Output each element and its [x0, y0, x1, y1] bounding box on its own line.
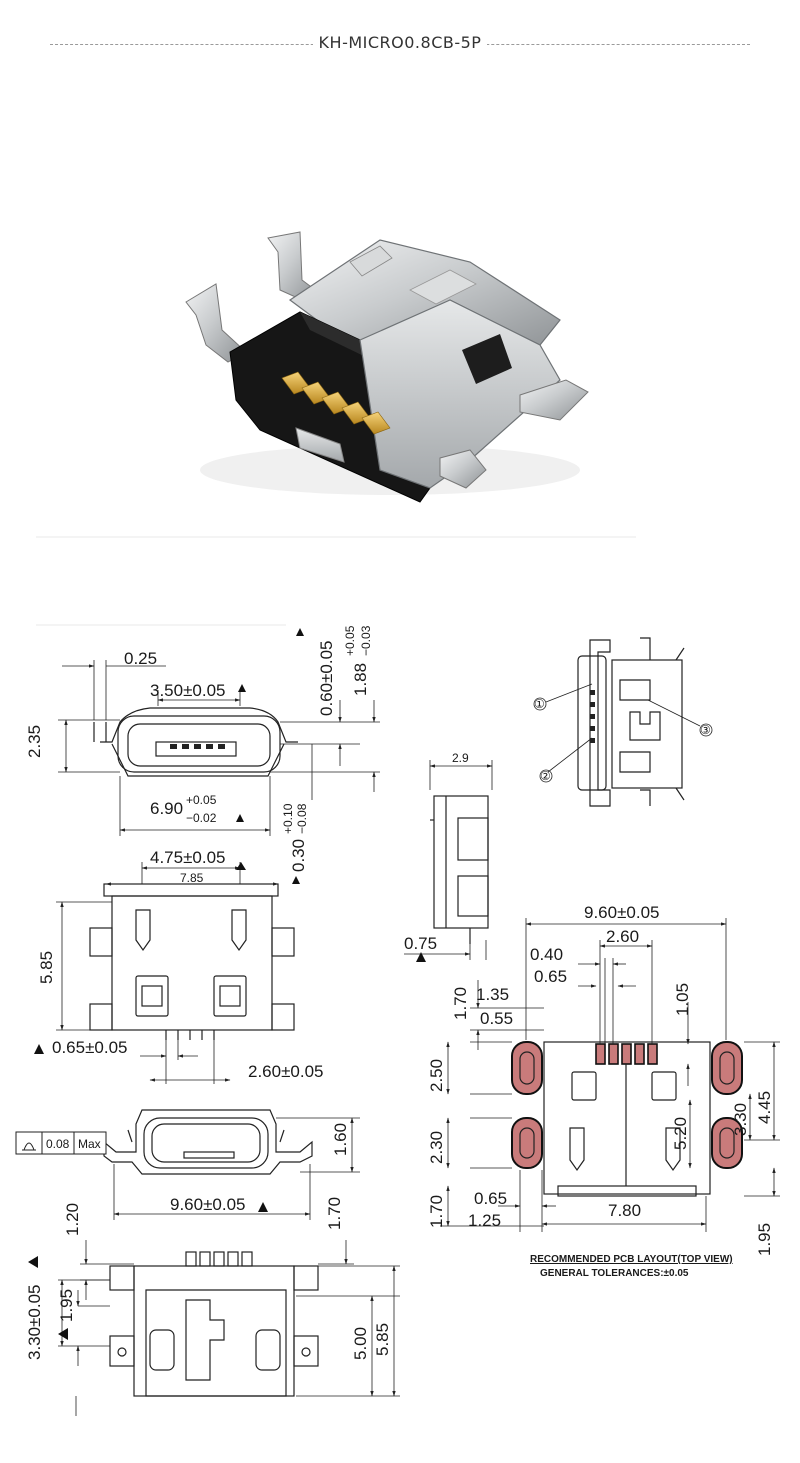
page-title: KH-MICRO0.8CB-5P — [0, 33, 800, 52]
dim-585: 5.85 — [373, 1323, 392, 1356]
callout-labels: ① ② ③ — [534, 697, 711, 783]
dim-160: 1.60 — [331, 1123, 350, 1156]
top-view-labels: 4.75±0.05 7.85 5.85 0.65±0.05 2.60±0.05 — [34, 848, 324, 1081]
callout-3: ③ — [700, 723, 711, 737]
pcb-dim-520: 5.20 — [671, 1117, 690, 1150]
pcb-dim-260: 2.60 — [606, 927, 639, 946]
dim-330: 3.30±0.05 — [25, 1284, 44, 1360]
end-view — [430, 795, 489, 944]
pcb-dim-780: 7.80 — [608, 1201, 641, 1220]
pcb-dim-230: 2.30 — [427, 1131, 446, 1164]
pcb-dim-195: 1.95 — [755, 1223, 774, 1256]
dim-060: 0.60±0.05 — [317, 640, 336, 716]
dim-195: 1.95 — [57, 1289, 76, 1322]
dim-188: 1.88 — [351, 663, 370, 696]
top-view-dimensions — [56, 862, 279, 1084]
critical-dim-markers — [236, 628, 304, 884]
dim-030-tol-minus: −0.08 — [295, 803, 309, 834]
profile-view — [103, 1109, 313, 1175]
pcb-dim-170b: 1.70 — [427, 1195, 446, 1228]
dim-120: 1.20 — [63, 1203, 82, 1236]
callout-2: ② — [540, 769, 551, 783]
pcb-dim-250: 2.50 — [427, 1059, 446, 1092]
dim-690-tol-plus: +0.05 — [186, 793, 217, 807]
dim-025: 0.25 — [124, 649, 157, 668]
callout-detail-view — [577, 637, 685, 807]
profile-view-labels: 0.08 Max 1.60 9.60±0.05 — [15, 1123, 350, 1214]
pcb-dim-105: 1.05 — [673, 983, 692, 1016]
flatness-max: Max — [78, 1137, 101, 1151]
pcb-dim-065b: 0.65 — [474, 1189, 507, 1208]
dim-585: 5.85 — [37, 951, 56, 984]
dim-350: 3.50±0.05 — [150, 681, 226, 700]
pcb-layout-view — [511, 1041, 743, 1197]
dim-030: 0.30 — [289, 839, 308, 872]
general-tolerances-note: GENERAL TOLERANCES:±0.05 — [540, 1268, 689, 1279]
bottom-view — [109, 1251, 319, 1397]
pcb-layout-note: RECOMMENDED PCB LAYOUT(TOP VIEW) — [530, 1254, 733, 1265]
dim-030-tol-plus: +0.10 — [281, 803, 295, 834]
dim-690-tol-minus: −0.02 — [186, 811, 217, 825]
dim-075: 0.75 — [404, 934, 437, 953]
section-divider — [36, 536, 636, 538]
pcb-dim-065: 0.65 — [534, 967, 567, 986]
dim-170: 1.70 — [325, 1197, 344, 1230]
dim-235: 2.35 — [25, 725, 44, 758]
callout-leaders — [533, 683, 713, 783]
front-opening-dimensions — [58, 660, 380, 836]
pcb-dim-445: 4.45 — [755, 1091, 774, 1124]
pcb-dim-135: 1.35 — [476, 985, 509, 1004]
dim-690: 6.90 — [150, 799, 183, 818]
flatness-value: 0.08 — [46, 1137, 70, 1151]
front-opening-labels: 0.25 3.50±0.05 2.35 6.90 +0.05 −0.02 0.6… — [25, 625, 373, 884]
dim-785: 7.85 — [180, 871, 204, 885]
pcb-dim-055: 0.55 — [480, 1009, 513, 1028]
section-divider — [36, 624, 286, 626]
end-view-dimensions — [404, 760, 493, 960]
dim-960: 9.60±0.05 — [170, 1195, 246, 1214]
dim-065: 0.65±0.05 — [52, 1038, 128, 1057]
dim-475: 4.75±0.05 — [150, 848, 226, 867]
dim-260: 2.60±0.05 — [248, 1062, 324, 1081]
pcb-dim-330: 3.30 — [731, 1103, 750, 1136]
pcb-dim-125: 1.25 — [468, 1211, 501, 1230]
bottom-view-labels: 1.20 1.70 3.30±0.05 1.95 5.00 5.85 — [25, 1197, 392, 1360]
top-view — [89, 883, 295, 1040]
callout-1: ① — [534, 697, 545, 711]
dim-500: 5.00 — [351, 1327, 370, 1360]
pcb-layout-dimensions — [440, 918, 780, 1232]
profile-view-dimensions — [113, 1117, 360, 1220]
profile-tolerance-icon — [22, 1142, 36, 1151]
pcb-dim-170a: 1.70 — [451, 987, 470, 1020]
pcb-dim-960: 9.60±0.05 — [584, 903, 660, 922]
end-view-labels: 2.9 0.75 — [404, 751, 469, 962]
dim-188-tol-plus: +0.05 — [343, 625, 357, 656]
dim-188-tol-minus: −0.03 — [359, 625, 373, 656]
dim-29: 2.9 — [452, 751, 469, 765]
flatness-callout: 0.08 Max — [15, 1131, 107, 1155]
front-opening-view — [93, 707, 298, 777]
pcb-layout-labels: 9.60±0.05 2.60 0.40 0.65 1.05 1.70 1.35 … — [427, 903, 774, 1279]
pcb-dim-040: 0.40 — [530, 945, 563, 964]
connector-product-image — [185, 231, 589, 503]
